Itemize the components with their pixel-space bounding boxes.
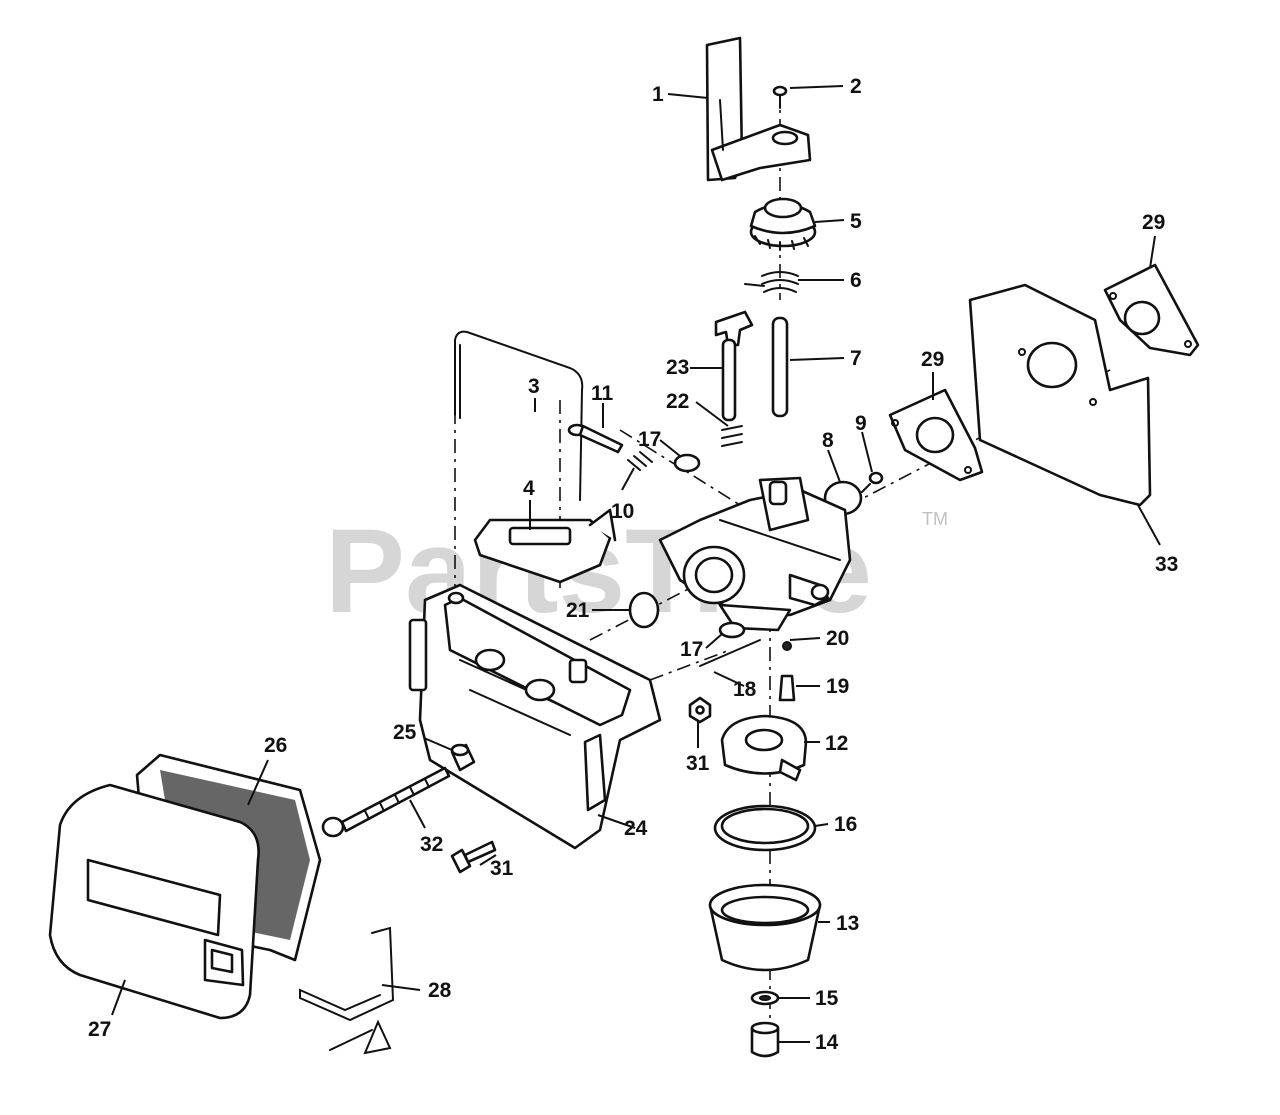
part-17-plug-top <box>673 453 701 473</box>
callout-27: 27 <box>88 1018 111 1041</box>
callout-5: 5 <box>850 210 862 233</box>
part-21-plate <box>628 591 660 629</box>
part-17-plug-bottom <box>718 621 746 639</box>
part-12-float <box>720 714 808 782</box>
part-18-pin <box>699 639 761 667</box>
callout-4: 4 <box>523 477 535 500</box>
callout-12: 12 <box>825 732 848 755</box>
callout-25: 25 <box>393 721 417 744</box>
callout-1: 1 <box>652 83 664 106</box>
part-1-choke-lever <box>705 36 812 182</box>
watermark-trademark: TM <box>922 509 948 529</box>
part-28-clip <box>299 926 395 1055</box>
callout-labels: 1 2 3 4 5 6 7 8 9 10 11 12 13 14 15 16 1… <box>88 75 1178 1054</box>
part-29-gasket-right <box>1103 263 1200 357</box>
part-29-gasket-middle <box>888 388 984 482</box>
part-2-screw <box>772 85 788 109</box>
callout-14: 14 <box>815 1031 839 1054</box>
callout-8: 8 <box>822 429 834 452</box>
callout-18: 18 <box>733 678 757 701</box>
callout-7: 7 <box>850 347 862 370</box>
callout-21: 21 <box>566 599 590 622</box>
part-27-filter-cover <box>48 783 260 1020</box>
callout-17-bottom: 17 <box>680 638 703 661</box>
callout-6: 6 <box>850 269 862 292</box>
callout-11: 11 <box>591 382 614 405</box>
part-10-spring <box>627 451 653 471</box>
callout-22: 22 <box>666 390 689 413</box>
part-6-spring <box>744 271 799 293</box>
callout-2: 2 <box>850 75 862 98</box>
callout-24: 24 <box>624 817 648 840</box>
part-22-spring <box>721 425 743 447</box>
callout-28: 28 <box>428 979 452 1002</box>
part-32-long-screw <box>321 766 451 838</box>
callout-33: 33 <box>1155 553 1178 576</box>
callout-19: 19 <box>826 675 849 698</box>
callout-3: 3 <box>528 375 540 398</box>
callout-29-middle: 29 <box>921 348 944 371</box>
part-33-insulator-plate <box>968 283 1152 507</box>
part-5-gear <box>749 197 817 251</box>
leader-lines <box>111 85 1161 1043</box>
callout-20: 20 <box>826 627 849 650</box>
callout-9: 9 <box>855 412 867 435</box>
part-7-shaft <box>771 316 789 418</box>
callout-15: 15 <box>815 987 839 1010</box>
part-15-washer <box>750 990 780 1006</box>
part-31-bolt <box>450 840 497 874</box>
part-25-spacer <box>450 743 476 772</box>
callout-31-nut: 31 <box>686 752 710 775</box>
part-3-wire-link <box>454 330 584 501</box>
callout-10: 10 <box>611 500 634 523</box>
callout-23: 23 <box>666 356 689 379</box>
part-23-throttle-shaft <box>714 310 754 422</box>
part-16-gasket-ring <box>713 804 817 852</box>
part-9-screw <box>861 471 884 493</box>
callout-29-right: 29 <box>1142 211 1165 234</box>
callout-31-bolt: 31 <box>490 857 514 880</box>
callout-26: 26 <box>264 734 287 757</box>
part-19-needle <box>778 674 796 702</box>
callout-17-top: 17 <box>638 428 661 451</box>
callout-16: 16 <box>834 813 857 836</box>
part-4-bracket <box>473 508 617 584</box>
part-13-float-bowl <box>708 883 822 972</box>
part-20-ball <box>782 641 792 651</box>
part-24-air-cleaner-base <box>408 583 662 850</box>
callout-32: 32 <box>420 833 443 856</box>
part-31-nut <box>688 696 712 724</box>
part-11-screw <box>567 423 624 454</box>
carburetor-body <box>658 476 852 632</box>
callout-13: 13 <box>836 912 859 935</box>
part-14-bowl-nut <box>750 1021 780 1058</box>
